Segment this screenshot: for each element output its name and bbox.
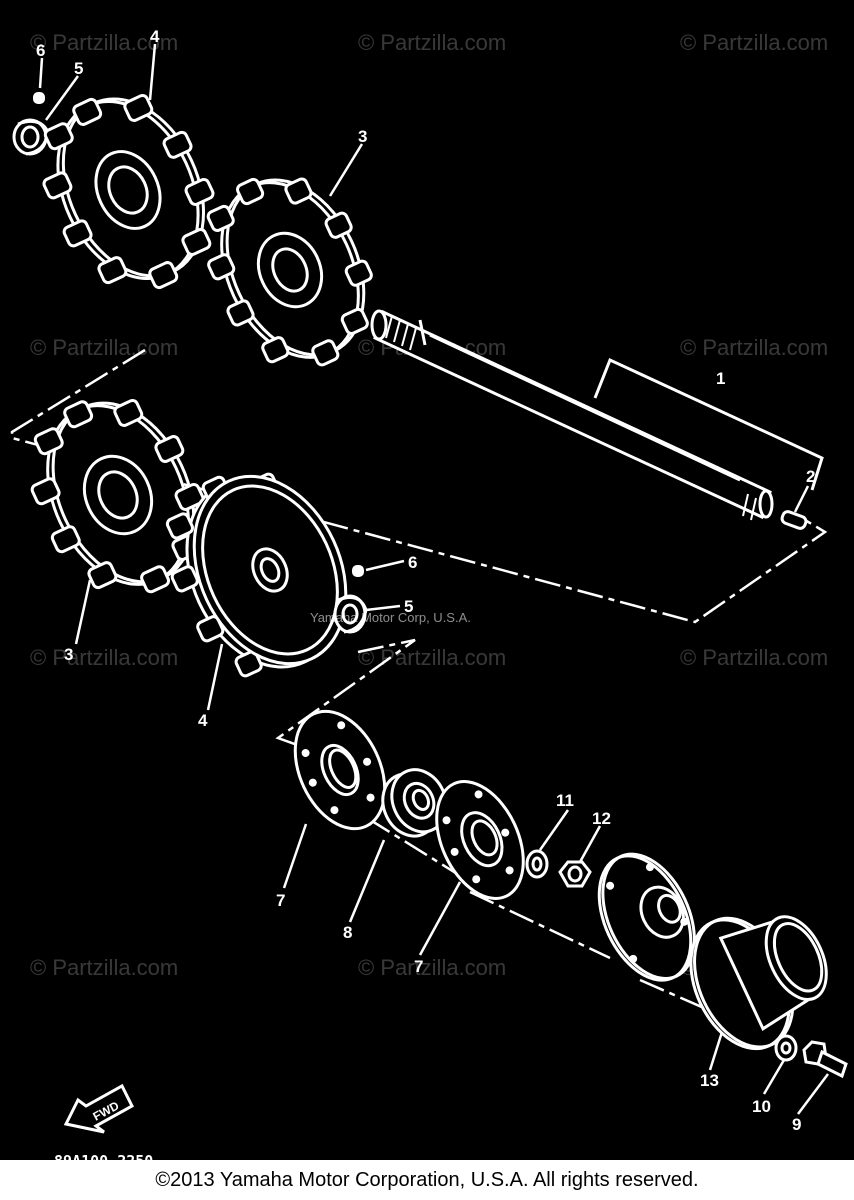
sprocket-3-top: [206, 177, 373, 367]
washer-11: [525, 849, 549, 879]
callout-12: 12: [592, 809, 611, 828]
callout-6-top: 6: [36, 41, 45, 60]
plug-6-top: [33, 92, 45, 104]
callout-8: 8: [343, 923, 352, 942]
sprocket-4-top: [42, 93, 215, 290]
watermark: © Partzilla.com: [30, 955, 178, 980]
washer-10: [774, 1034, 798, 1062]
callout-6-middle: 6: [408, 553, 417, 572]
watermark: © Partzilla.com: [680, 335, 828, 360]
callout-5-top: 5: [74, 59, 83, 78]
callout-1: 1: [716, 369, 725, 388]
watermark: © Partzilla.com: [30, 335, 178, 360]
flange-plate-7-left: [293, 709, 387, 831]
sprocket-3-middle: [30, 398, 205, 594]
callout-7-left: 7: [276, 891, 285, 910]
callout-9: 9: [792, 1115, 801, 1134]
watermark: © Partzilla.com: [30, 645, 178, 670]
watermark: © Partzilla.com: [358, 955, 506, 980]
watermark: © Partzilla.com: [358, 645, 506, 670]
shaft-1: [370, 309, 774, 521]
plug-2: [780, 510, 808, 530]
callout-4-top: 4: [150, 27, 160, 46]
callout-3-middle: 3: [64, 645, 73, 664]
watermark: © Partzilla.com: [358, 30, 506, 55]
bolt-9: [802, 1040, 848, 1079]
hub-flange: [597, 852, 696, 982]
callout-7-right: 7: [414, 957, 423, 976]
callout-4-middle: 4: [198, 711, 208, 730]
callout-11: 11: [556, 791, 574, 810]
wheel-sprocket-4-middle: [165, 472, 348, 678]
callout-bracket-1: [593, 357, 824, 491]
leader-lines: [38, 43, 829, 1115]
bushing-5-top: [12, 118, 50, 156]
copyright-footer: ©2013 Yamaha Motor Corporation, U.S.A. A…: [0, 1160, 854, 1200]
cap-13: [689, 915, 828, 1051]
callout-2: 2: [806, 467, 815, 486]
nut-12: [558, 860, 592, 888]
forward-arrow-icon: FWD: [63, 1083, 134, 1134]
callout-10: 10: [752, 1097, 771, 1116]
callout-labels: 6 5 4 3 1 2 6 5 3 4 7 8 7 11 12 13 10 9: [36, 27, 815, 1134]
plug-6-middle: [352, 565, 364, 577]
watermark: © Partzilla.com: [680, 645, 828, 670]
callout-3-top: 3: [358, 127, 367, 146]
callout-13: 13: [700, 1071, 719, 1090]
callout-5-middle: 5: [404, 597, 413, 616]
watermark: © Partzilla.com: [680, 30, 828, 55]
diagram-credit: Yamaha Motor Corp, U.S.A.: [310, 610, 471, 625]
bearing-8: [381, 768, 448, 838]
flange-plate-7-right: [435, 780, 525, 900]
